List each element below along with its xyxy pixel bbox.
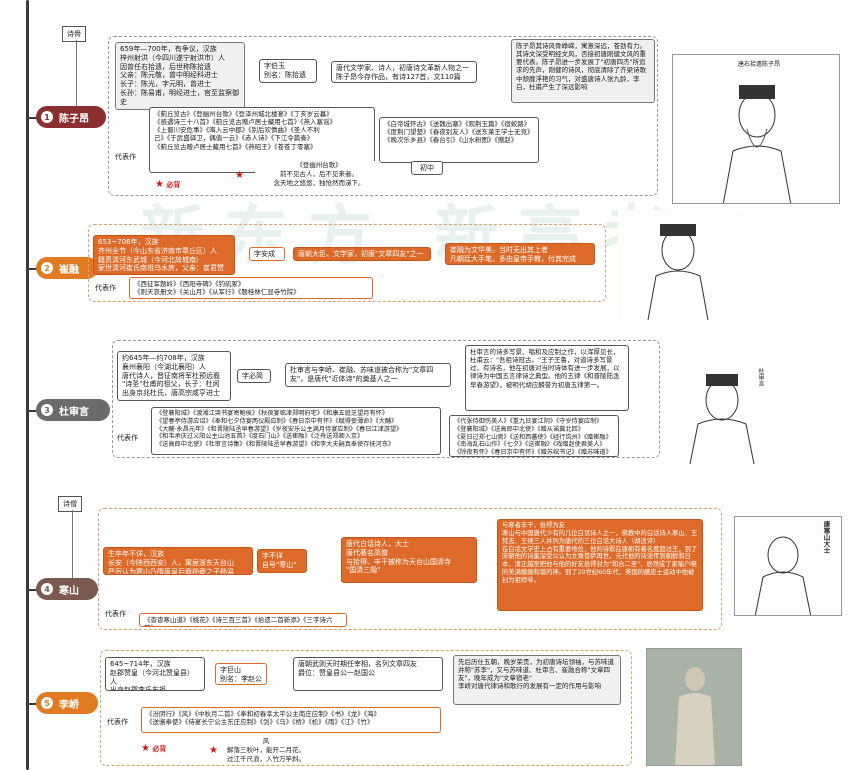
works-box: 《杳杳寒山道》《桃花》《诗三百三首》《拾遗二首新添》《三字诗六首》: [139, 613, 347, 627]
desc-box: 杜审言的诗多写景、唱和及应制之作，以浑厚见长，杜甫云："吾祖诗冠古。"王子王鲁，…: [465, 345, 629, 411]
section-du-shenyan: 约645年—约708年，汉族 襄州襄阳（今湖北襄阳）人 唐代诗人，晋征南将军杜预…: [112, 340, 660, 458]
topic-han-shan[interactable]: 4 寒山: [36, 578, 98, 600]
rep-label: 代表作: [117, 434, 138, 442]
star-icon: ★: [209, 745, 218, 756]
portrait-caption: 唐寒山大士: [822, 521, 830, 554]
zi-box: 字安成: [249, 247, 285, 261]
star-icon: ★: [141, 743, 150, 754]
portrait-du-shenyan: 杜审言: [664, 362, 784, 464]
role-box: 唐代白话诗人，大士 唐代著名高僧 与拾得、丰干被称为天台山国清寺 "国清三隐": [341, 537, 477, 583]
mindmap-spine: [26, 0, 29, 770]
topic-number: 1: [41, 111, 53, 123]
portrait-drawing: [754, 536, 812, 615]
bio-box: 645~714年，汉族 赵郡赞皇（今河北赞皇县）人 出身赵郡李氏东祖: [105, 657, 205, 691]
statue-photo-li-qiao: [646, 648, 742, 766]
group-tag: 诗骨: [62, 26, 86, 42]
desc-box: 先后历仕五朝，晚岁荣贵，为初唐诗坛领袖，与苏味道并称"苏李"，又与苏味道、杜审言…: [453, 655, 621, 705]
topic-label: 陈子昂: [59, 113, 89, 125]
topic-label: 崔融: [59, 264, 79, 276]
works-b-box: 《代张侍御伤美人》《重九日宴江阴》《守岁侍宴应制》 《登襄阳城》《送高郎中北使》…: [449, 415, 619, 457]
bio-box: 659年—700年，有争议，汉族 梓州射洪（今四川遂宁射洪市）人 因曾任右拾遗，…: [115, 42, 245, 110]
level-box: 初中: [411, 161, 443, 175]
desc-box: 崔融为文华美，当时无出其上者 凡朝廷大手笔，多由皇帝手敕，付其完成: [445, 243, 595, 265]
portrait-han-shan: 唐寒山大士: [734, 516, 842, 616]
desc-box: 陈子昂其诗风骨峥嵘，寓意深远，苍劲有力。其诗文深受明经文风，否接初唐刚健文风的重…: [511, 39, 655, 103]
section-chen-ziang: 659年—700年，有争议，汉族 梓州射洪（今四川遂宁射洪市）人 因曾任右拾遗，…: [108, 36, 658, 196]
role-box: 唐朝武则天时期任宰相，名列文章四友 爵位：赞皇县公一赵国公: [293, 657, 443, 691]
portrait-drawing: [689, 374, 755, 464]
topic-label: 寒山: [59, 585, 79, 597]
topic-chen-ziang[interactable]: 1 陈子昂: [36, 106, 106, 128]
role-box: 唐代文学家、诗人，初唐诗文革新人物之一 陈子昂今存作品，有诗127首，文110篇: [331, 61, 477, 83]
portrait-caption: 杜审言: [757, 368, 764, 386]
statue-drawing: [647, 649, 741, 765]
rep-label: 代表作: [95, 284, 116, 292]
must-memorize: ★ 必背: [141, 743, 167, 754]
topic-cui-rong[interactable]: 2 崔融: [36, 257, 98, 279]
bio-box: 约645年—约708年，汉族 襄州襄阳（今湖北襄阳）人 唐代诗人，晋征南将军杜预…: [117, 351, 231, 401]
topic-number: 2: [41, 262, 53, 274]
poem-text: 前不见古人，后不见来者。 念天地之悠悠，独怆然而涕下。: [273, 170, 365, 187]
topic-number: 5: [41, 697, 53, 709]
section-han-shan: 生卒年不详，汉族 长安（今陕西西安）人，寓居浙东天台山 严厉认为寒山乃隋唐皇后裔…: [98, 508, 722, 630]
works-box: 《汾阴行》《风》《中秋月二首》《奉和初春幸太平公主南庄应制》《书》《龙》《海》 …: [141, 707, 441, 733]
portrait-drawing: [647, 224, 709, 320]
section-cui-rong: 653~706年，汉族 齐州全节（今山东省济南市章丘区）人 籍贯清河东武城（今河…: [88, 224, 606, 302]
zi-box: 字不详 自号"寒山": [257, 549, 307, 573]
works-b-box: 《白帝城怀古》《送魏出塞》《观荆玉篇》《宿蛟路》 《度荆门望楚》《春夜别友人》《…: [379, 117, 539, 163]
zi-box: 字巨山 别名：李赵公: [215, 663, 267, 685]
works-a-box: 《登襄阳城》《渡湘江哭书宴寄鲍侯》《秋夜宴临津郑明府宅》《和康五庭芝望月有怀》 …: [151, 407, 441, 455]
must-memorize: ★ 必背: [155, 179, 181, 190]
rep-label: 代表作: [107, 718, 128, 726]
star-icon: ★: [235, 170, 244, 181]
poem-title: 风: [262, 737, 270, 745]
topic-du-shenyan[interactable]: 3 杜审言: [36, 399, 110, 421]
portrait-chen-ziang: 唐右拾遗陈子昂: [672, 54, 840, 204]
role-box: 杜审言与李峤、崔融、苏味道被合称为"文章四友"，是唐代"近体诗"的奠基人之一: [285, 363, 451, 387]
zi-box: 字必简: [237, 369, 271, 383]
portrait-cui-rong: [618, 210, 740, 320]
rep-label: 代表作: [115, 153, 136, 161]
topic-number: 3: [41, 404, 53, 416]
zi-box: 字伯玉 别名：陈拾遗: [259, 59, 317, 83]
role-box: 唐朝大臣、文学家，初唐"文章四友"之一: [293, 247, 431, 261]
bio-box: 生卒年不详，汉族 长安（今陕西西安）人，寓居浙东天台山 严厉认为寒山乃隋唐皇后裔…: [103, 547, 253, 575]
topic-number: 4: [41, 583, 53, 595]
rep-label: 代表作: [105, 610, 126, 618]
poem-title: 《登幽州台歌》: [296, 161, 342, 169]
poem-text: 解落三秋叶，能开二月花。 过江千尺浪，入竹万竿斜。: [227, 746, 305, 763]
topic-label: 李峤: [59, 699, 79, 711]
portrait-drawing: [722, 85, 792, 203]
poem-box: [255, 161, 381, 193]
topic-li-qiao[interactable]: 5 李峤: [36, 692, 98, 714]
topic-label: 杜审言: [59, 406, 89, 418]
bio-box: 653~706年，汉族 齐州全节（今山东省济南市章丘区）人 籍贯清河东武城（今河…: [93, 235, 235, 275]
section-li-qiao: 645~714年，汉族 赵郡赞皇（今河北赞皇县）人 出身赵郡李氏东祖 字巨山 别…: [100, 650, 632, 766]
desc-box: 与寒者丰干、拾得为友 寒山与中国唐代少有的几位白话诗人之一，佛教中的白话诗人寒山…: [497, 519, 703, 611]
portrait-caption: 唐右拾遗陈子昂: [737, 61, 780, 68]
star-icon: ★: [155, 179, 164, 190]
works-box: 《西征军题岭》《西阳寺碑》《钓矶冢》 《则天哀册文》《关山月》《从军行》《题桂林…: [129, 277, 373, 299]
group-tag: 诗僧: [58, 496, 82, 512]
